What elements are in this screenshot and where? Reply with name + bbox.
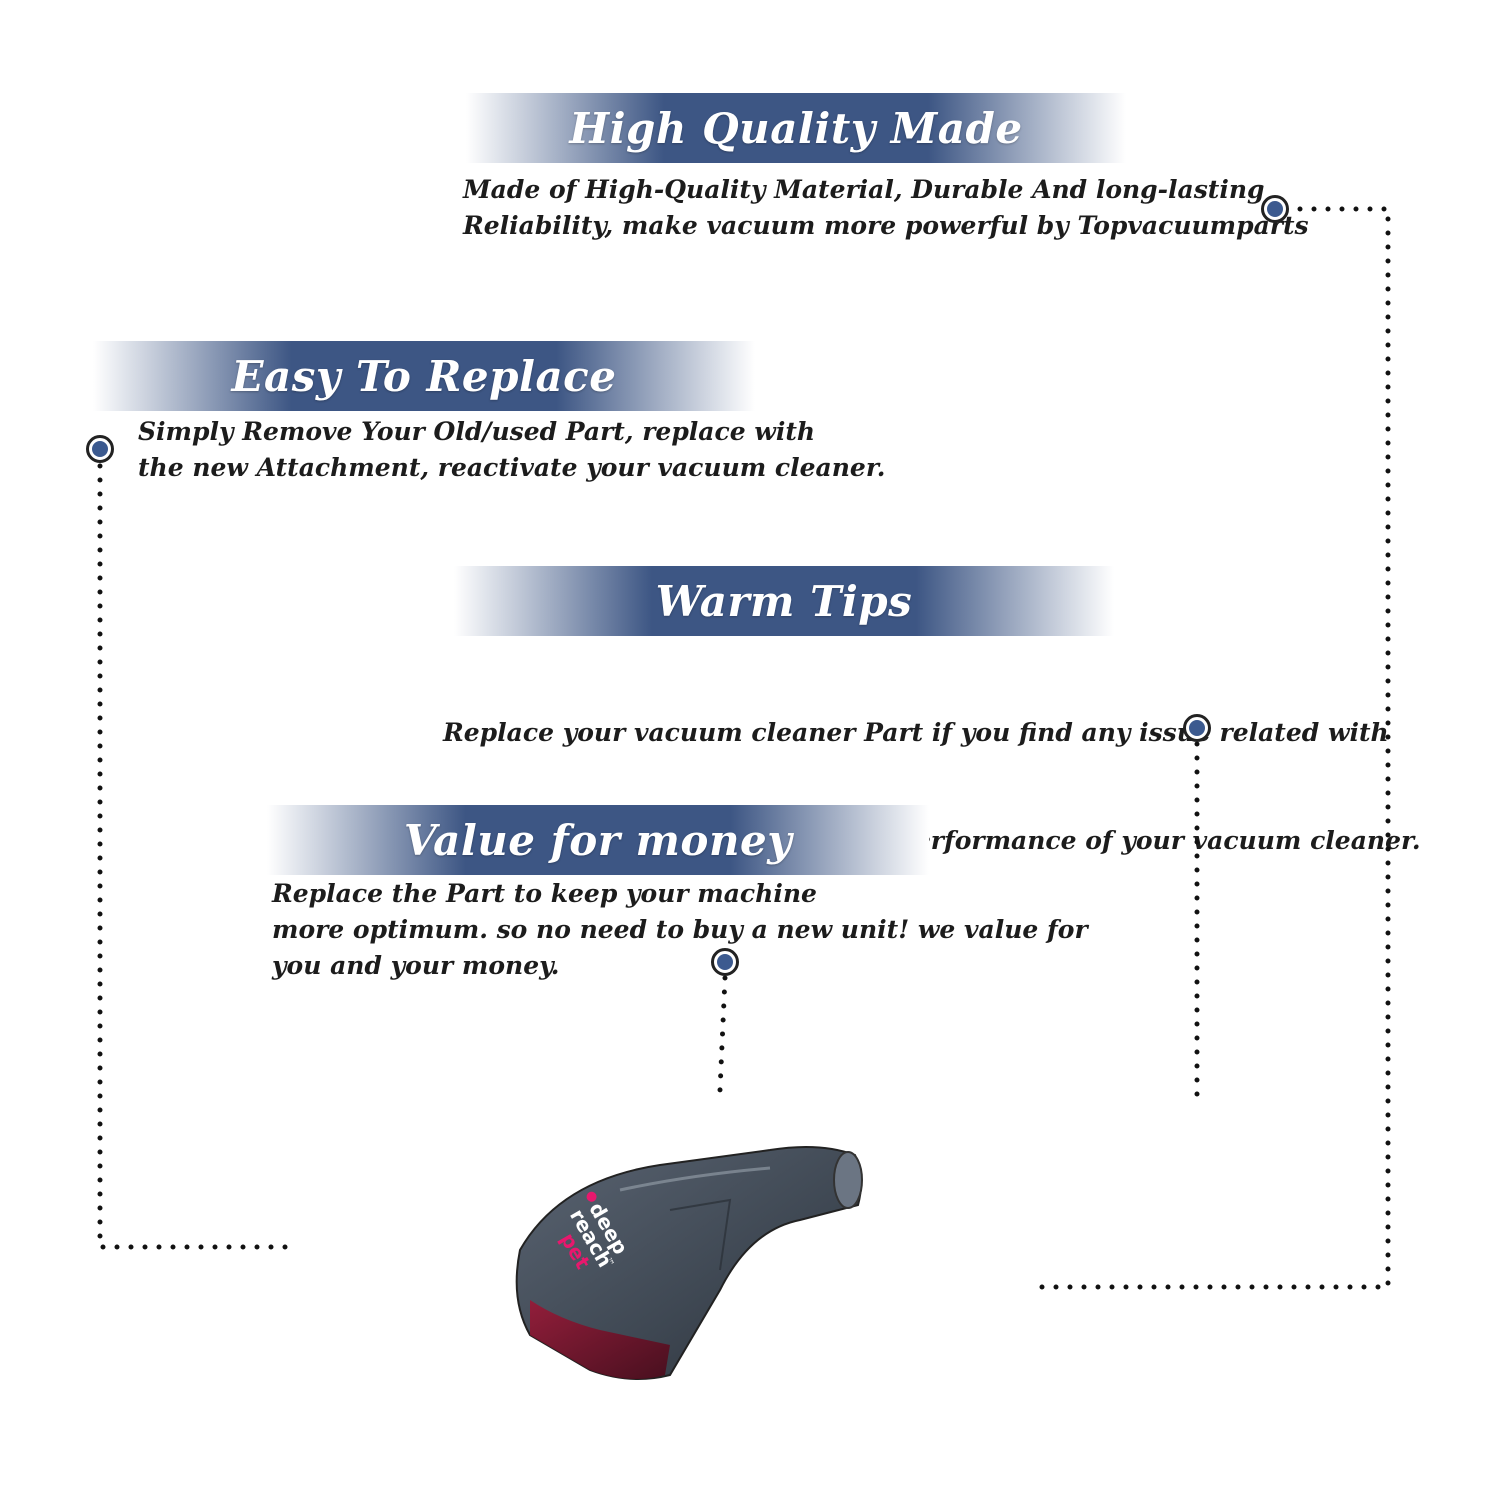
warm-tips-bullet (1183, 714, 1211, 742)
value-bullet (711, 948, 739, 976)
warm-tips-line-1: Replace your vacuum cleaner Part if you … (443, 718, 1389, 747)
value-description: Replace the Part to keep your machine mo… (272, 876, 1088, 984)
high-quality-description: Made of High-Quality Material, Durable A… (463, 172, 1309, 244)
high-quality-line-1: Made of High-Quality Material, Durable A… (463, 175, 1265, 204)
nozzle-tube-end (833, 1151, 863, 1209)
high-quality-bullet (1261, 195, 1289, 223)
warm-tips-title: Warm Tips (655, 576, 913, 626)
vacuum-attachment-image: deep reach ™ pet (515, 1145, 863, 1380)
value-line-1: Replace the Part to keep your machine (272, 879, 817, 908)
easy-replace-bullet (86, 435, 114, 463)
high-quality-banner: High Quality Made (466, 93, 1126, 163)
nozzle-red-window (530, 1300, 670, 1379)
easy-replace-line-2: the new Attachment, reactivate your vacu… (138, 453, 886, 482)
connector-value (717, 975, 728, 1093)
easy-replace-description: Simply Remove Your Old/used Part, replac… (138, 414, 885, 486)
paw-icon (586, 1191, 597, 1202)
warm-tips-banner: Warm Tips (454, 566, 1114, 636)
value-line-3: you and your money. (272, 951, 560, 980)
bullet-dot (1189, 720, 1205, 736)
nozzle-highlight (619, 1166, 771, 1192)
value-title: Value for money (403, 815, 793, 865)
easy-replace-line-1: Simply Remove Your Old/used Part, replac… (138, 417, 816, 446)
bullet-dot (1267, 201, 1283, 217)
high-quality-title: High Quality Made (569, 103, 1023, 153)
value-line-2: more optimum. so no need to buy a new un… (272, 915, 1088, 944)
logo-trademark: ™ (602, 1256, 615, 1269)
easy-replace-banner: Easy To Replace (93, 341, 755, 411)
bullet-dot (92, 441, 108, 457)
high-quality-line-2: Reliability, make vacuum more powerful b… (463, 211, 1309, 240)
easy-replace-title: Easy To Replace (231, 351, 617, 401)
nozzle-ridge (669, 1198, 732, 1271)
value-banner: Value for money (267, 805, 929, 875)
bullet-dot (717, 954, 733, 970)
